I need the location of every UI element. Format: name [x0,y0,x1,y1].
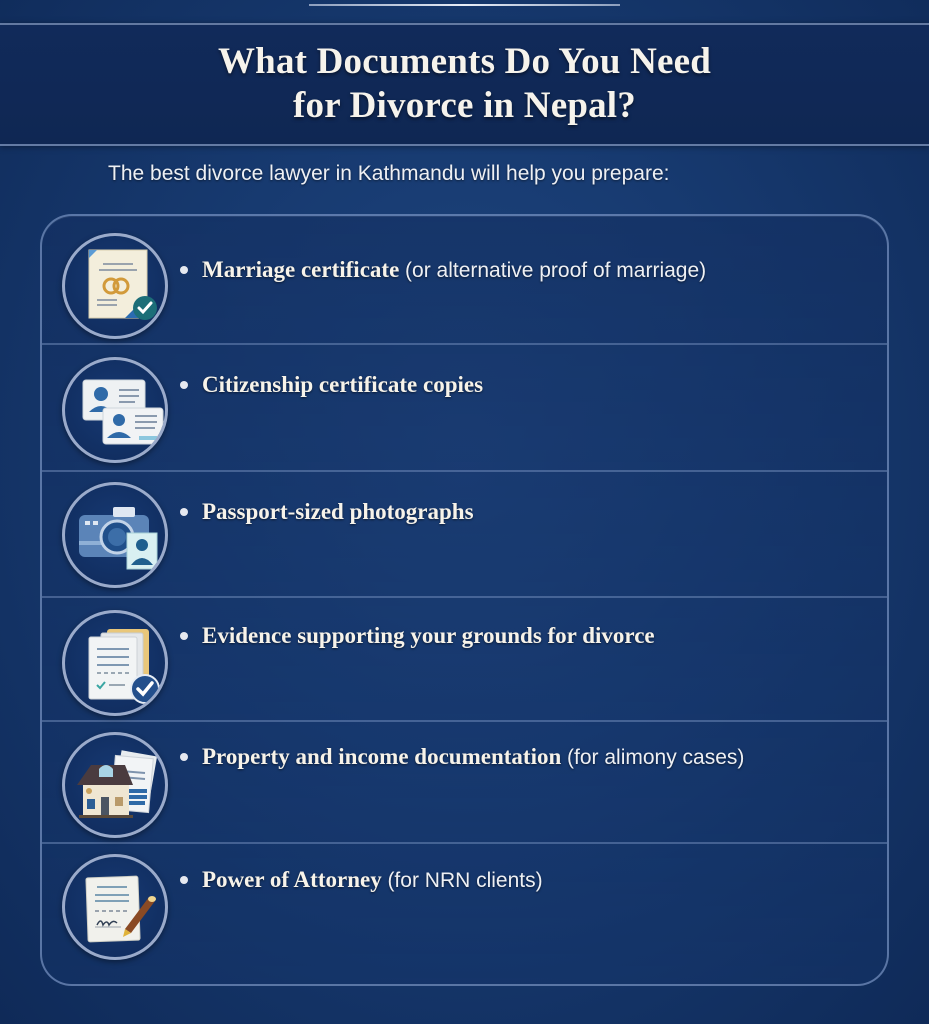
house-documents-icon [62,732,168,838]
documents-list-panel: Marriage certificate (or alternative pro… [40,214,889,986]
item-title: Evidence supporting your grounds for div… [202,623,655,648]
subtitle: The best divorce lawyer in Kathmandu wil… [108,162,670,185]
list-item: Power of Attorney (for NRN clients) [42,844,887,984]
top-decorative-rule [309,4,620,6]
bullet [180,265,188,274]
bullet [180,631,188,640]
item-text: Evidence supporting your grounds for div… [180,622,655,650]
item-note: (for NRN clients) [387,869,543,892]
bullet [180,507,188,516]
item-title: Property and income documentation [202,744,562,769]
list-item: Marriage certificate (or alternative pro… [42,216,887,345]
item-title: Marriage certificate [202,257,400,282]
header-band [0,23,929,146]
item-text: Citizenship certificate copies [180,371,483,399]
citizenship-id-cards-icon [62,357,168,463]
page-title: What Documents Do You Need for Divorce i… [0,40,929,128]
item-text: Power of Attorney (for NRN clients) [180,866,543,895]
bullet [180,875,188,884]
title-line-2: for Divorce in Nepal? [293,85,636,126]
item-note: (for alimony cases) [567,746,745,769]
item-title: Citizenship certificate copies [202,372,484,397]
item-note: (or alternative proof of marriage) [405,259,707,282]
list-item: Evidence supporting your grounds for div… [42,598,887,722]
item-text: Marriage certificate (or alternative pro… [180,256,706,285]
list-item: Citizenship certificate copies [42,345,887,472]
marriage-certificate-icon [62,233,168,339]
bullet [180,380,188,389]
signed-document-pen-icon [62,854,168,960]
evidence-documents-icon [62,610,168,716]
list-item: Property and income documentation (for a… [42,722,887,844]
list-item: Passport-sized photographs [42,472,887,598]
title-line-1: What Documents Do You Need [217,41,712,82]
camera-photo-icon [62,482,168,588]
item-title: Passport-sized photographs [202,499,474,524]
item-title: Power of Attorney [202,867,382,892]
bullet [180,752,188,761]
item-text: Passport-sized photographs [180,498,474,526]
item-text: Property and income documentation (for a… [180,743,744,772]
